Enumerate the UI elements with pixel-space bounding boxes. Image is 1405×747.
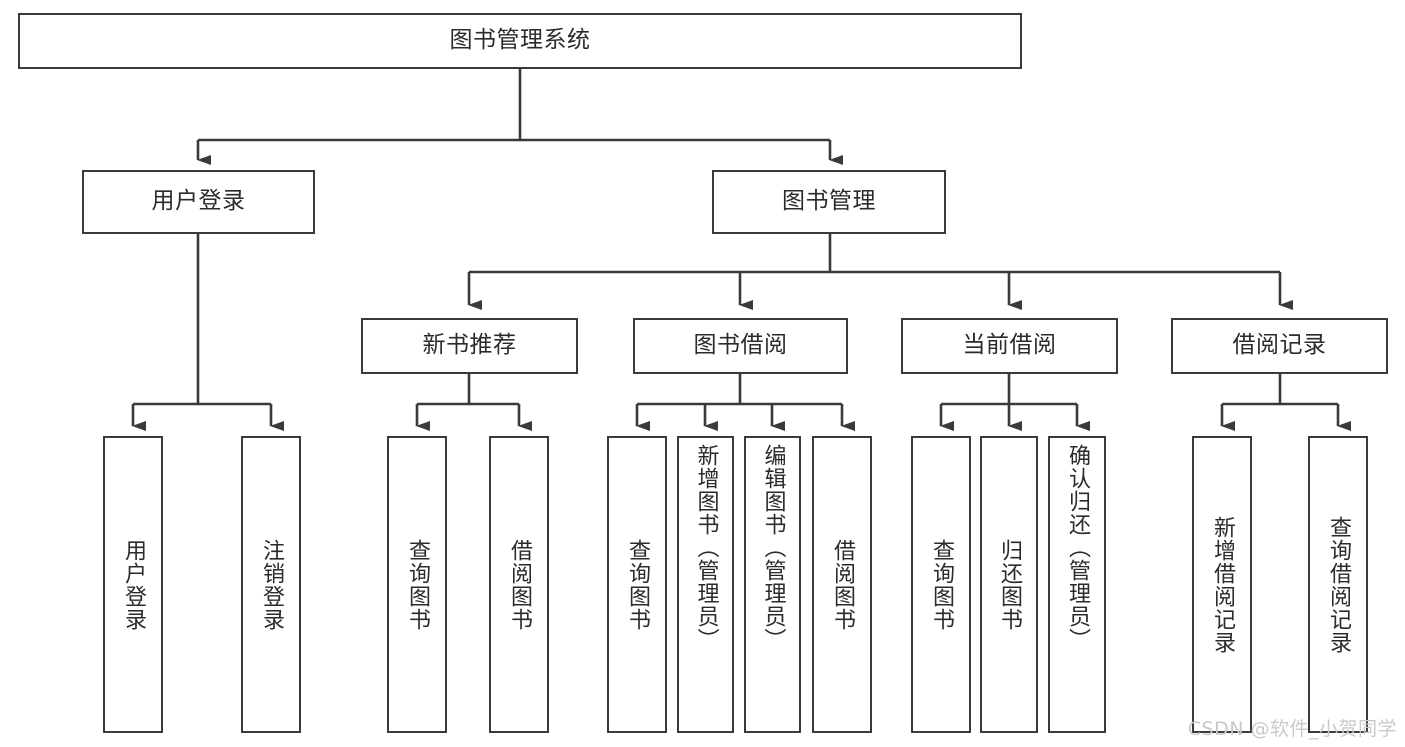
node-leaf-query-book-current[interactable]: 查询图书 [911, 436, 971, 733]
node-label: 借阅图书 [829, 538, 855, 631]
node-label: 确认归还（管理员） [1064, 444, 1090, 651]
node-leaf-query-book-recommend[interactable]: 查询图书 [387, 436, 447, 733]
node-book-borrowing[interactable]: 图书借阅 [633, 318, 848, 374]
node-label: 用户登录 [151, 188, 246, 215]
node-leaf-user-login[interactable]: 用户登录 [103, 436, 163, 733]
csdn-watermark: CSDN @软件_小贺同学 [1187, 718, 1397, 740]
node-leaf-edit-book-admin[interactable]: 编辑图书（管理员） [744, 436, 801, 733]
node-label: 编辑图书（管理员） [760, 444, 786, 651]
node-leaf-logout[interactable]: 注销登录 [241, 436, 301, 733]
node-label: 查询图书 [624, 538, 650, 631]
node-leaf-add-book-admin[interactable]: 新增图书（管理员） [677, 436, 734, 733]
node-label: 新增借阅记录 [1209, 515, 1235, 654]
node-label: 用户登录 [120, 538, 146, 631]
node-label: 图书管理系统 [449, 27, 591, 54]
node-leaf-add-borrow-record[interactable]: 新增借阅记录 [1192, 436, 1252, 733]
node-label: 新书推荐 [422, 332, 517, 359]
node-label: 查询图书 [928, 538, 954, 631]
node-label: 新增图书（管理员） [693, 444, 719, 651]
node-borrow-record[interactable]: 借阅记录 [1171, 318, 1388, 374]
node-current-borrowing[interactable]: 当前借阅 [901, 318, 1118, 374]
node-label: 查询图书 [404, 538, 430, 631]
node-leaf-return-book[interactable]: 归还图书 [980, 436, 1038, 733]
node-label: 归还图书 [996, 538, 1022, 631]
node-leaf-borrow-book-recommend[interactable]: 借阅图书 [489, 436, 549, 733]
node-user-login[interactable]: 用户登录 [82, 170, 315, 234]
node-leaf-borrow-book-borrow[interactable]: 借阅图书 [812, 436, 872, 733]
node-root-book-management-system[interactable]: 图书管理系统 [18, 13, 1022, 69]
node-label: 查询借阅记录 [1325, 515, 1351, 654]
node-new-book-recommendation[interactable]: 新书推荐 [361, 318, 578, 374]
node-label: 借阅记录 [1232, 332, 1327, 359]
node-leaf-query-borrow-record[interactable]: 查询借阅记录 [1308, 436, 1368, 733]
node-label: 当前借阅 [962, 332, 1057, 359]
node-label: 注销登录 [258, 538, 284, 631]
node-label: 图书借阅 [693, 332, 788, 359]
node-leaf-confirm-return-admin[interactable]: 确认归还（管理员） [1048, 436, 1106, 733]
node-label: 借阅图书 [506, 538, 532, 631]
node-label: 图书管理 [782, 188, 876, 215]
node-leaf-query-book-borrow[interactable]: 查询图书 [607, 436, 667, 733]
node-book-management[interactable]: 图书管理 [712, 170, 946, 234]
